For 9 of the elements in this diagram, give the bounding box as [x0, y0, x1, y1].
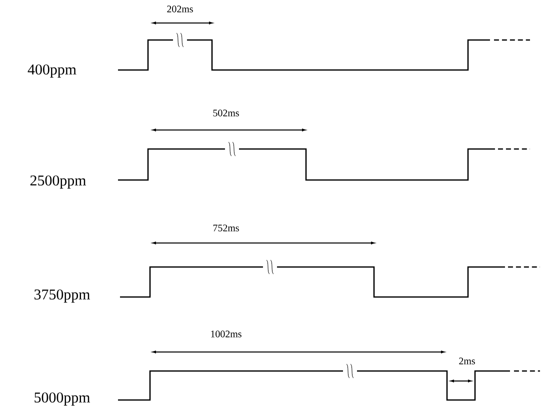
signal-label: 5000ppm: [34, 392, 90, 406]
duration-label: 202ms: [167, 6, 193, 12]
signal-label: 400ppm: [28, 64, 76, 78]
duration-label: 1002ms: [211, 330, 242, 338]
signal-label: 3750ppm: [34, 289, 90, 303]
duration-label: 502ms: [213, 110, 239, 116]
duration-label: 752ms: [213, 224, 239, 232]
signal-label: 2500ppm: [30, 175, 86, 189]
duration-label: 2ms: [459, 358, 475, 364]
